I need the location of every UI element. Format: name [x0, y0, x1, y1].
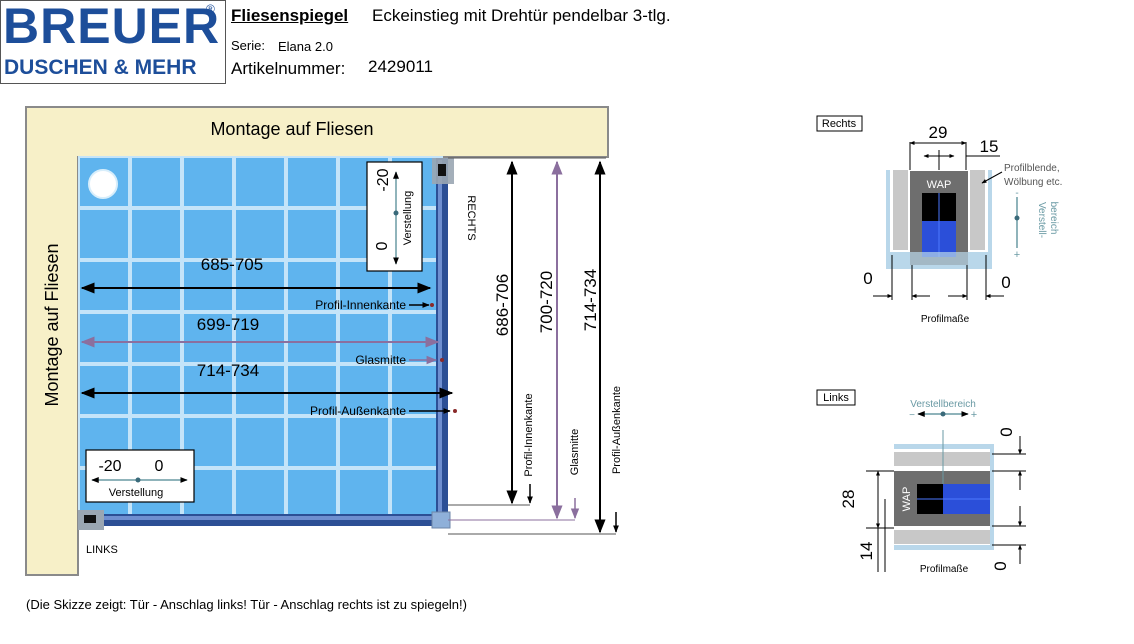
h-dim-glass: 699-719 Glasmitte	[80, 315, 444, 367]
adjust-left-zero: 0	[155, 458, 164, 475]
detail-links-title: Links	[823, 392, 849, 404]
detail-links: Links Verstellbereich − + WAP 28 14	[816, 389, 1026, 575]
h-dim-inner-caption: Profil-Innenkante	[315, 298, 406, 312]
article-label: Artikelnummer:	[231, 59, 346, 78]
detail-rechts-dim-blende: 15	[980, 137, 999, 156]
detail-links-dim-blende: 14	[857, 542, 876, 561]
series-value: Elana 2.0	[278, 39, 333, 54]
h-dim-outer: 714-734 Profil-Außenkante	[80, 361, 457, 418]
detail-rechts-note-1: Profilblende,	[1004, 163, 1060, 174]
detail-links-zero-bottom: 0	[991, 561, 1010, 570]
wall-top-label: Montage auf Fliesen	[210, 119, 373, 139]
v-dim-glass: 700-720 Glasmitte	[537, 160, 581, 520]
adjust-box-left: -20 0 Verstellung	[85, 449, 195, 503]
detail-links-dim-profile: 28	[839, 490, 858, 509]
wall-left	[25, 106, 79, 576]
detail-rechts-plus: +	[1014, 249, 1020, 261]
wall-left-label: Montage auf Fliesen	[42, 243, 62, 406]
detail-rechts-title: Rechts	[822, 118, 857, 130]
detail-links-plus: +	[971, 409, 977, 421]
adjust-right-min: -20	[375, 168, 392, 191]
v-dim-outer: 714-734 Profil-Außenkante	[581, 160, 623, 534]
v-dim-glass-value: 700-720	[537, 271, 556, 333]
logo-brand: BREUER	[3, 0, 221, 54]
detail-rechts: Rechts WAP 29 15 Profilblende, Wölbung e…	[816, 115, 1062, 325]
v-dim-glass-caption: Glasmitte	[569, 429, 581, 475]
detail-rechts-note-2: Wölbung etc.	[1004, 177, 1062, 188]
detail-rechts-caption: Profilmaße	[921, 314, 970, 325]
detail-rechts-adjust-2: bereich	[1048, 202, 1059, 235]
series-label: Serie:	[231, 38, 265, 53]
label-links: LINKS	[86, 544, 118, 556]
logo-tagline: DUSCHEN & MEHR	[4, 56, 197, 79]
detail-links-adjust: Verstellbereich	[910, 399, 976, 410]
v-dim-outer-caption: Profil-Außenkante	[611, 386, 623, 474]
detail-links-zero-top: 0	[997, 427, 1016, 436]
adjust-left-min: -20	[98, 458, 121, 475]
detail-rechts-minus: -	[1015, 188, 1018, 199]
v-dim-inner-caption: Profil-Innenkante	[523, 393, 535, 476]
detail-links-wap: WAP	[901, 487, 913, 512]
brand-logo: BREUER ® DUSCHEN & MEHR	[0, 0, 226, 84]
h-dim-glass-value: 699-719	[197, 315, 259, 334]
h-dim-inner: 685-705 Profil-Innenkante	[80, 255, 434, 312]
adjust-right-label: Verstellung	[402, 191, 414, 245]
v-dim-inner: 686-706 Profil-Innenkante	[493, 160, 535, 505]
v-dim-inner-value: 686-706	[493, 274, 512, 336]
label-rechts: RECHTS	[465, 195, 477, 240]
detail-rechts-zero-right: 0	[1001, 273, 1010, 292]
h-dim-outer-value: 714-734	[197, 361, 259, 380]
detail-links-caption: Profilmaße	[920, 564, 969, 575]
h-dim-glass-caption: Glasmitte	[355, 353, 406, 367]
floor-plan: Montage auf Fliesen Montage auf Fliesen …	[25, 106, 623, 576]
h-dim-outer-caption: Profil-Außenkante	[310, 404, 406, 418]
page-subtitle: Eckeinstieg mit Drehtür pendelbar 3-tlg.	[372, 6, 671, 25]
page-title: Fliesenspiegel	[231, 6, 349, 25]
detail-rechts-dim-profile: 29	[929, 123, 948, 142]
detail-links-minus: −	[909, 410, 915, 421]
h-dim-inner-value: 685-705	[201, 255, 263, 274]
detail-rechts-wap: WAP	[927, 179, 952, 191]
adjust-right-zero: 0	[374, 241, 391, 250]
adjust-box-right: -20 0 Verstellung	[366, 161, 423, 272]
logo-registered: ®	[206, 2, 215, 16]
drain	[88, 169, 118, 199]
article-value: 2429011	[368, 57, 433, 76]
footnote: (Die Skizze zeigt: Tür - Anschlag links!…	[26, 597, 467, 612]
v-dim-outer-value: 714-734	[581, 269, 600, 331]
detail-rechts-adjust-1: Verstell-	[1036, 202, 1047, 238]
adjust-left-label: Verstellung	[109, 487, 163, 499]
detail-rechts-zero-left: 0	[863, 269, 872, 288]
